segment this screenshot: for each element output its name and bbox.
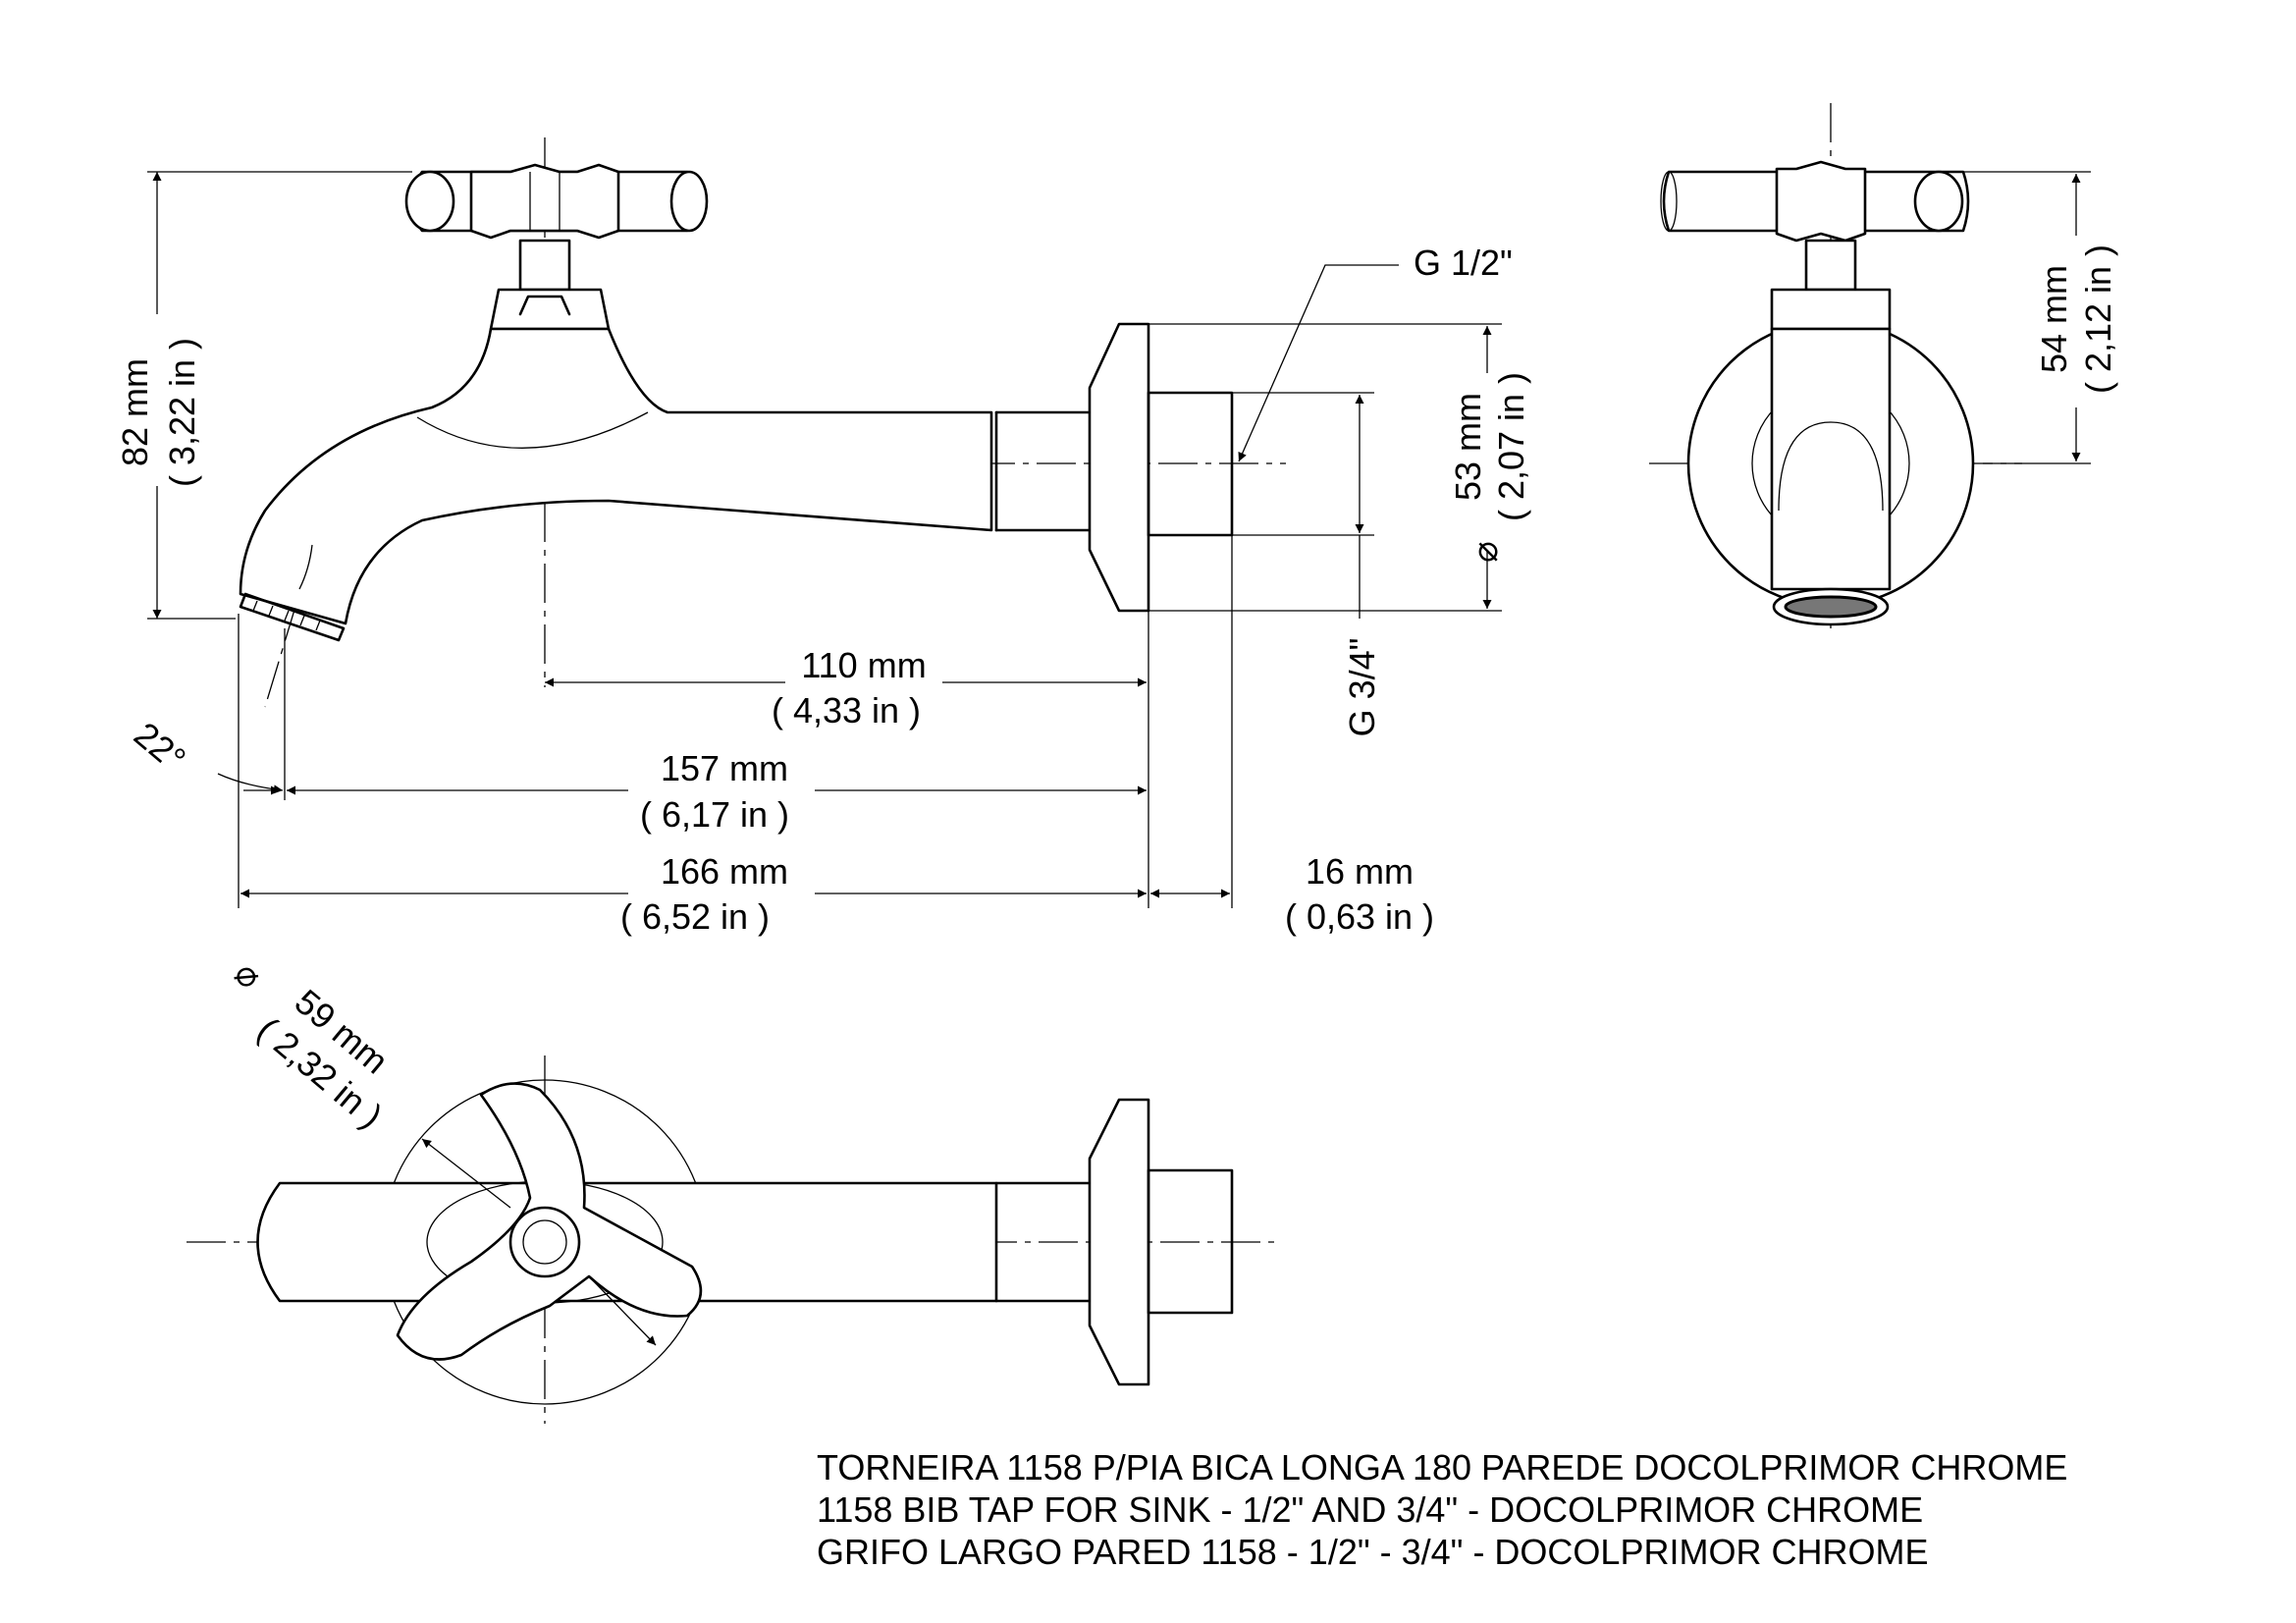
to-axis-mm: 110 mm (801, 645, 926, 685)
caption-line-1: TORNEIRA 1158 P/PIA BICA LONGA 180 PARED… (817, 1447, 2067, 1488)
caption-line-3: GRIFO LARGO PARED 1158 - 1/2" - 3/4" - D… (817, 1532, 1928, 1572)
flange-diameter-mm: 53 mm (1448, 393, 1488, 501)
side-view: 54 mm ( 2,12 in ) (1649, 103, 2118, 628)
front-view: 82 mm ( 3,22 in ) 22° 110 mm ( 4,33 in )… (115, 137, 1531, 937)
title-block: TORNEIRA 1158 P/PIA BICA LONGA 180 PARED… (817, 1447, 2067, 1572)
thread-length-mm: 16 mm (1306, 851, 1414, 892)
stem (518, 239, 571, 292)
flange-diameter-in: ( 2,07 in ) (1491, 372, 1531, 521)
caption-line-2: 1158 BIB TAP FOR SINK - 1/2" AND 3/4" - … (817, 1489, 1923, 1530)
spout-body (239, 327, 993, 625)
to-axis-in: ( 4,33 in ) (772, 690, 921, 730)
height-total-in: ( 3,22 in ) (162, 338, 202, 487)
to-nozzle-in: ( 6,17 in ) (640, 794, 789, 835)
side-height-mm: 54 mm (2034, 265, 2074, 373)
overall-mm: 166 mm (661, 851, 788, 892)
handle-diameter-symbol: ⌀ (228, 952, 270, 997)
height-total-mm: 82 mm (115, 358, 155, 466)
thread-inner-label: G 1/2" (1414, 243, 1513, 283)
thread-outer-label: G 3/4" (1342, 638, 1382, 737)
flange-diameter-symbol: ⌀ (1465, 541, 1505, 563)
overall-in: ( 6,52 in ) (620, 896, 770, 937)
thread (1147, 391, 1234, 537)
to-nozzle-mm: 157 mm (661, 748, 788, 788)
side-height-in: ( 2,12 in ) (2078, 244, 2118, 394)
angle-label: 22° (127, 714, 193, 779)
aerator (239, 592, 346, 642)
thread-length-in: ( 0,63 in ) (1285, 896, 1434, 937)
wall-flange (1088, 322, 1150, 613)
cross-handle (404, 163, 709, 240)
top-view: ⌀ 59 mm ( 2,32 in ) (187, 952, 1276, 1424)
